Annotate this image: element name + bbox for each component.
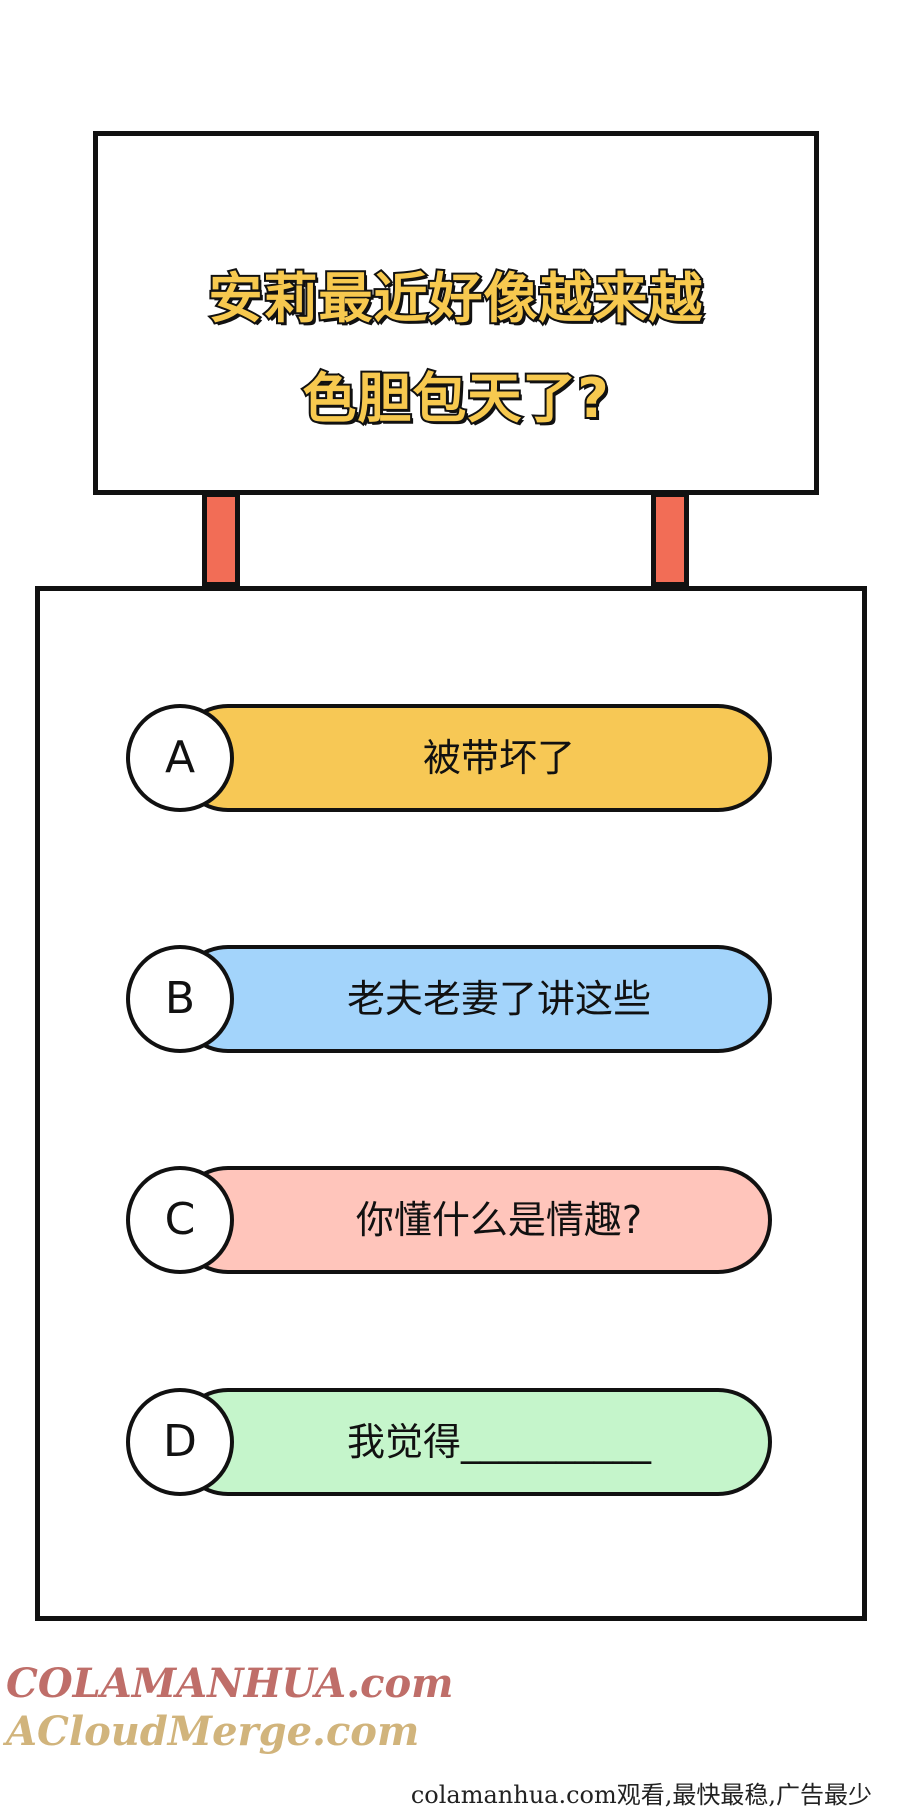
option-c[interactable]: 你懂什么是情趣? C <box>126 1166 772 1274</box>
option-d-bar <box>174 1388 772 1496</box>
question-line-1: 安莉最近好像越来越 <box>207 265 705 332</box>
option-c-text: 你懂什么是情趣? <box>355 1198 643 1242</box>
footer-notice: colamanhua.com观看,最快最稳,广告最少 <box>410 1781 872 1809</box>
sign-post-left <box>202 492 240 587</box>
option-a[interactable]: 被带坏了 A <box>126 704 772 812</box>
question-sign: 安莉最近好像越来越 色胆包天了? <box>93 131 819 495</box>
watermark-acloudmerge: ACloudMerge.com <box>6 1708 420 1755</box>
option-b-text: 老夫老妻了讲这些 <box>346 977 651 1021</box>
option-c-bar <box>174 1166 772 1274</box>
question-line-2: 色胆包天了? <box>300 365 610 432</box>
option-c-letter: C <box>126 1166 234 1274</box>
watermark-colamanhua: COLAMANHUA.com <box>6 1660 454 1707</box>
option-b-bar <box>174 945 772 1053</box>
sign-post-right <box>651 492 689 587</box>
option-b[interactable]: 老夫老妻了讲这些 B <box>126 945 772 1053</box>
option-d-letter: D <box>126 1388 234 1496</box>
option-a-letter: A <box>126 704 234 812</box>
option-d-text: 我觉得__________ <box>346 1420 651 1464</box>
option-a-bar <box>174 704 772 812</box>
option-b-letter: B <box>126 945 234 1053</box>
option-a-text: 被带坏了 <box>422 736 575 780</box>
option-d[interactable]: 我觉得__________ D <box>126 1388 772 1496</box>
